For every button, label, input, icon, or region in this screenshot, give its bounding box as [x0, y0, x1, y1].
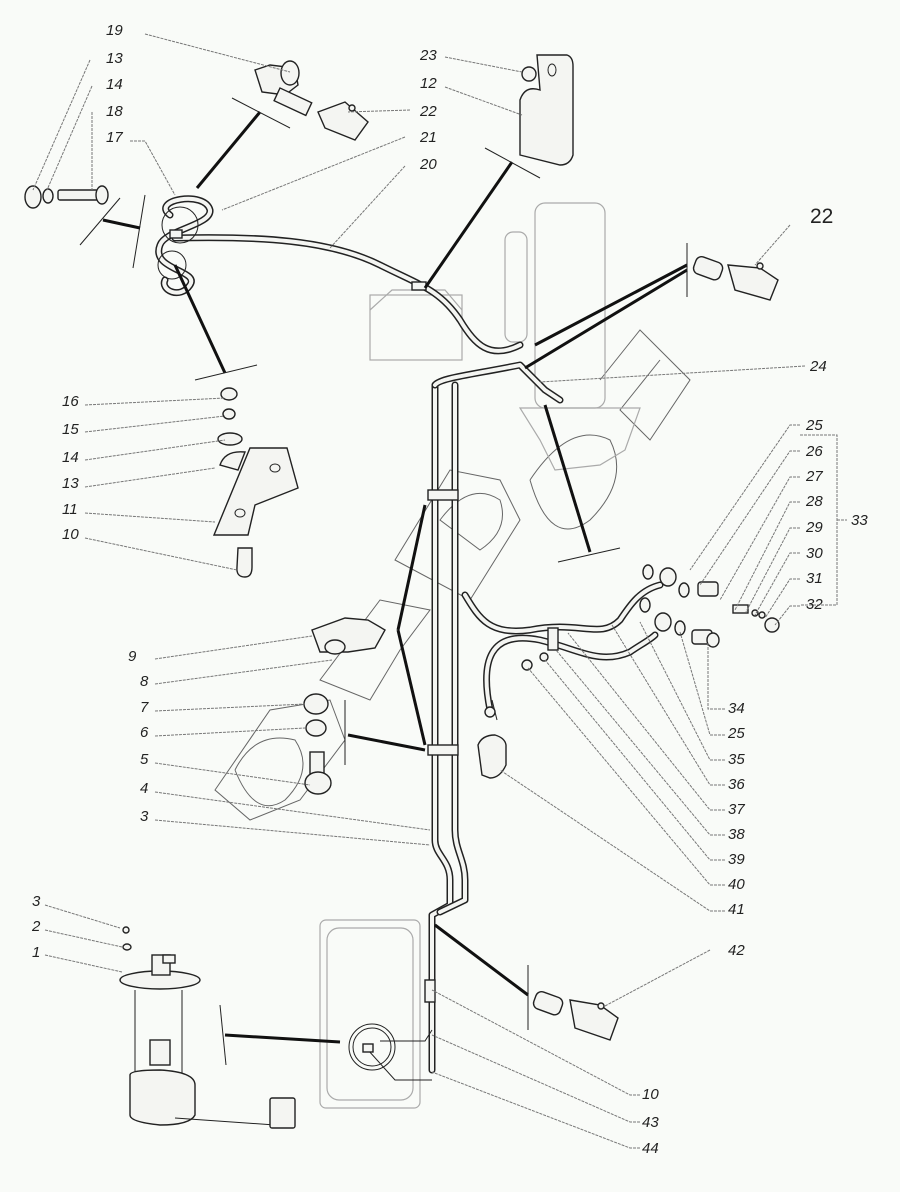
connector-22-right: [692, 255, 779, 301]
callout-1: 1: [32, 944, 40, 961]
callout-5: 4: [140, 780, 148, 797]
leader-lines: [32, 33, 847, 1149]
connector-19: [254, 60, 369, 141]
connector-42: [532, 990, 619, 1041]
callout-22-right: 22: [810, 205, 833, 228]
callout-26: 26: [805, 443, 823, 460]
callout-37: 37: [728, 801, 745, 818]
watermark-logo: [214, 329, 691, 821]
callout-38: 38: [728, 826, 745, 843]
callout-25b: 25: [727, 725, 745, 742]
sensor-41: [477, 699, 507, 779]
callout-39: 39: [728, 851, 745, 868]
callout-43: 43: [642, 1114, 659, 1131]
callout-11: 10: [62, 526, 79, 543]
callout-24: 24: [809, 358, 827, 375]
clip-assembly-mid: [303, 617, 386, 795]
callout-35: 35: [728, 751, 745, 768]
callout-21: 21: [419, 129, 437, 146]
callout-2: 2: [31, 918, 41, 935]
fuel-line-main: [171, 234, 564, 1074]
callout-28: 28: [805, 493, 823, 510]
callout-6: 5: [140, 751, 149, 768]
callout-16: 16: [62, 393, 79, 410]
callout-17: 17: [106, 129, 123, 146]
callout-9: 8: [140, 673, 149, 690]
callout-22: 22: [419, 103, 437, 120]
callout-13b: 13: [62, 475, 79, 492]
callout-33: 33: [851, 512, 868, 529]
callout-20: 20: [419, 156, 437, 173]
callout-15b: 15: [62, 421, 79, 438]
clip-23-13: [519, 54, 574, 166]
callout-labels: 19 13 14 18 17 23 12 22 21 20 22 24 16 1…: [31, 22, 868, 1157]
callout-32: 32: [806, 596, 823, 613]
callout-31: 31: [806, 570, 823, 587]
callout-14: 13: [106, 50, 123, 67]
bolt-assembly-top-left: [24, 185, 109, 209]
callout-14b: 14: [62, 449, 79, 466]
callout-18: 18: [106, 103, 123, 120]
callout-13: 12: [420, 75, 437, 92]
callout-29: 29: [805, 519, 823, 536]
callout-36: 36: [728, 776, 745, 793]
callout-40: 40: [728, 876, 745, 893]
callout-7: 6: [140, 724, 149, 741]
callout-34: 34: [728, 700, 745, 717]
callout-12: 11: [62, 501, 78, 518]
fuel-line-branch-right: [461, 564, 780, 718]
callout-23: 23: [419, 47, 437, 64]
callout-8: 7: [140, 699, 149, 716]
callout-42: 42: [728, 942, 745, 959]
bracket-12: [212, 387, 299, 578]
assembly-arrows: [79, 97, 688, 1066]
callout-10b: 10: [642, 1086, 659, 1103]
callout-30: 30: [806, 545, 823, 562]
callout-4: 3: [140, 808, 149, 825]
callout-41: 41: [728, 901, 745, 918]
hose-loop-assembly: [132, 194, 214, 297]
fuel-pump-module: [119, 926, 296, 1129]
callout-10: 9: [128, 648, 137, 665]
callout-15: 14: [106, 76, 123, 93]
callout-3: 3: [32, 893, 41, 910]
tank-pump-ring: [348, 979, 436, 1081]
callout-27: 27: [805, 468, 823, 485]
callout-25: 25: [805, 417, 823, 434]
callout-44: 44: [642, 1140, 659, 1157]
callout-19: 19: [106, 22, 123, 39]
